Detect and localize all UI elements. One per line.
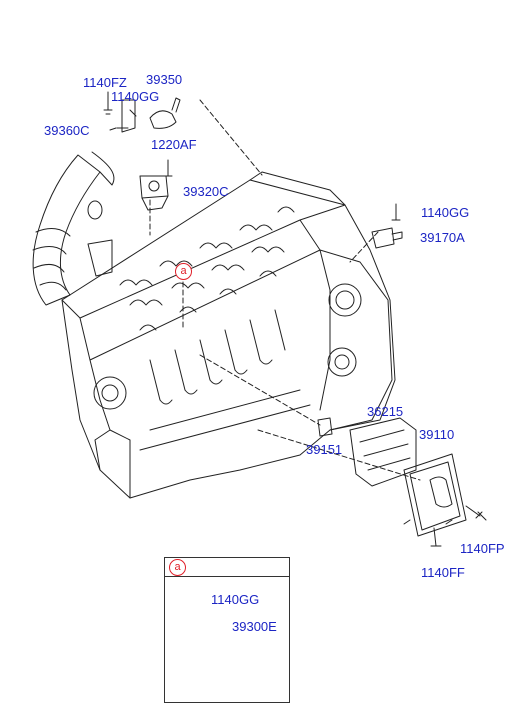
callout-a-marker[interactable]: a [175, 263, 192, 280]
part-label-39350[interactable]: 39350 [146, 72, 183, 87]
bolt-1140ff [430, 527, 442, 547]
part-label-39170a[interactable]: 39170A [420, 230, 465, 245]
part-label-1220af[interactable]: 1220AF [151, 137, 197, 152]
detail-header-divider [165, 576, 289, 577]
part-label-1140ff[interactable]: 1140FF [421, 565, 465, 580]
sensor-39151 [317, 417, 333, 437]
part-label-39110[interactable]: 39110 [419, 427, 455, 442]
sensor-39170a [371, 203, 403, 249]
part-label-1140fp[interactable]: 1140FP [460, 541, 505, 556]
sensor-39350-group [103, 91, 181, 133]
engine-block [61, 171, 396, 499]
detail-marker-a: a [169, 559, 186, 576]
part-label-39360c[interactable]: 39360C [44, 123, 90, 138]
leader-lines [149, 99, 421, 481]
bracket-36215 [349, 417, 417, 487]
part-label-1140gg-top[interactable]: 1140GG [111, 89, 160, 104]
ecu-39110 [403, 453, 467, 537]
part-label-1140fz[interactable]: 1140FZ [83, 75, 127, 90]
part-label-1140gg-right[interactable]: 1140GG [421, 205, 470, 220]
detail-label-1140gg[interactable]: 1140GG [211, 592, 260, 607]
valve-39320c [139, 159, 173, 211]
part-label-36215[interactable]: 36215 [367, 404, 404, 419]
part-label-39320c[interactable]: 39320C [183, 184, 229, 199]
detail-view-a: a [164, 557, 290, 703]
bolt-1140fp [465, 505, 487, 521]
detail-label-39300e[interactable]: 39300E [232, 619, 277, 634]
intake-pipe [32, 151, 115, 306]
part-label-39151[interactable]: 39151 [306, 442, 343, 457]
